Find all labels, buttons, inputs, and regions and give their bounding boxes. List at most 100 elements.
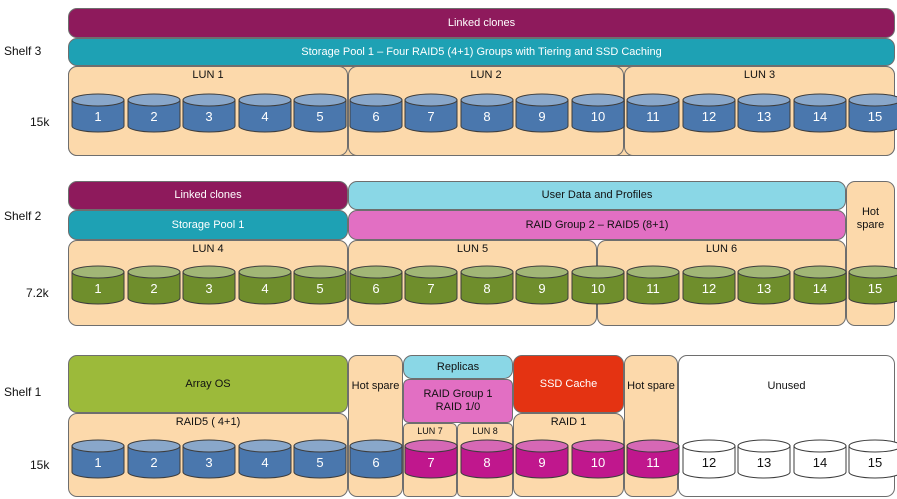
disk-number: 14 xyxy=(812,455,826,470)
disk-top xyxy=(127,265,180,279)
shelf-3-storage-pool: Storage Pool 1 – Four RAID5 (4+1) Groups… xyxy=(68,38,895,66)
shelf3-disk-15: 15 xyxy=(848,93,897,133)
disk-body xyxy=(460,271,513,305)
disk-number: 10 xyxy=(590,109,604,124)
disk-number: 15 xyxy=(868,281,882,296)
disk-number: 13 xyxy=(757,109,771,124)
disk-top xyxy=(238,93,291,107)
shelf1-disk-3: 3 xyxy=(182,439,236,479)
shelf2-disk-5: 5 xyxy=(293,265,347,305)
disk-number: 8 xyxy=(483,109,490,124)
disk-number: 14 xyxy=(812,281,826,296)
disk-number: 3 xyxy=(205,455,212,470)
shelf2-disk-15: 15 xyxy=(848,265,897,305)
disk-top xyxy=(349,265,402,279)
disk-top xyxy=(515,93,569,107)
disk-body xyxy=(626,445,680,479)
disk-number: 11 xyxy=(646,281,660,296)
disk-number: 6 xyxy=(372,109,379,124)
disk-top xyxy=(848,93,897,107)
lun-5-label: LUN 5 xyxy=(456,243,489,255)
shelf-2-hot-spare-label: Hot spare xyxy=(856,206,885,231)
array-os: Array OS xyxy=(68,355,348,413)
shelf-3-speed: 15k xyxy=(30,115,50,129)
shelf2-disk-4: 4 xyxy=(238,265,291,305)
array-os-label: Array OS xyxy=(185,377,231,390)
shelf-2-storage-pool-label: Storage Pool 1 xyxy=(171,218,245,231)
disk-number: 5 xyxy=(316,109,323,124)
disk-body xyxy=(737,271,791,305)
disk-number: 9 xyxy=(538,109,545,124)
shelf-1-speed: 15k xyxy=(30,458,50,472)
disk-body xyxy=(182,271,236,305)
replicas: Replicas xyxy=(403,355,513,379)
shelf2-disk-2: 2 xyxy=(127,265,180,305)
disk-top xyxy=(626,93,680,107)
lun-7-label: LUN 7 xyxy=(417,426,443,436)
unused-label: Unused xyxy=(767,380,806,392)
disk-top xyxy=(349,93,402,107)
disk-top xyxy=(127,93,180,107)
shelf3-disk-14: 14 xyxy=(793,93,846,133)
disk-top xyxy=(404,265,458,279)
disk-body xyxy=(71,99,125,133)
shelf1-disk-12: 12 xyxy=(682,439,735,479)
shelf-3-storage-pool-label: Storage Pool 1 – Four RAID5 (4+1) Groups… xyxy=(301,45,662,58)
disk-body xyxy=(793,99,846,133)
disk-top xyxy=(571,439,624,453)
disk-body xyxy=(404,99,458,133)
lun-6-label: LUN 6 xyxy=(705,243,738,255)
disk-number: 13 xyxy=(757,455,771,470)
disk-number: 7 xyxy=(427,109,434,124)
disk-top xyxy=(515,265,569,279)
shelf3-disk-3: 3 xyxy=(182,93,236,133)
disk-body xyxy=(349,445,402,479)
shelf-1-label: Shelf 1 xyxy=(4,385,42,399)
shelf-1-raid5-label: RAID5 ( 4+1) xyxy=(175,416,241,428)
shelf1-disk-11: 11 xyxy=(626,439,680,479)
shelf2-disk-13: 13 xyxy=(737,265,791,305)
disk-top xyxy=(460,93,513,107)
disk-body xyxy=(793,271,846,305)
disk-number: 1 xyxy=(94,281,101,296)
shelf2-disk-10: 10 xyxy=(571,265,624,305)
shelf2-disk-6: 6 xyxy=(349,265,402,305)
disk-top xyxy=(127,439,180,453)
hot-spare-b-label: Hot spare xyxy=(627,380,675,392)
disk-top xyxy=(682,93,735,107)
disk-body xyxy=(71,445,125,479)
disk-number: 2 xyxy=(150,455,157,470)
disk-number: 15 xyxy=(868,109,882,124)
disk-body xyxy=(293,271,347,305)
disk-number: 2 xyxy=(150,109,157,124)
disk-body xyxy=(127,445,180,479)
disk-top xyxy=(349,439,402,453)
disk-top xyxy=(626,439,680,453)
replicas-label: Replicas xyxy=(436,360,480,373)
shelf2-disk-8: 8 xyxy=(460,265,513,305)
shelf3-disk-9: 9 xyxy=(515,93,569,133)
shelf1-disk-15: 15 xyxy=(848,439,897,479)
disk-body xyxy=(848,99,897,133)
disk-top xyxy=(238,265,291,279)
shelf-2-linked-clones: Linked clones xyxy=(68,181,348,210)
shelf2-disk-9: 9 xyxy=(515,265,569,305)
disk-body xyxy=(737,99,791,133)
shelf3-disk-8: 8 xyxy=(460,93,513,133)
disk-body xyxy=(515,99,569,133)
shelf-2-linked-clones-label: Linked clones xyxy=(174,189,242,201)
disk-body xyxy=(127,271,180,305)
disk-top xyxy=(293,93,347,107)
shelf3-disk-6: 6 xyxy=(349,93,402,133)
disk-top xyxy=(404,439,458,453)
disk-top xyxy=(682,439,735,453)
disk-number: 4 xyxy=(261,109,268,124)
disk-body xyxy=(404,445,458,479)
shelf1-disk-1: 1 xyxy=(71,439,125,479)
shelf1-disk-10: 10 xyxy=(571,439,624,479)
shelf1-disk-5: 5 xyxy=(293,439,347,479)
disk-body xyxy=(182,99,236,133)
disk-body xyxy=(349,99,402,133)
disk-top xyxy=(460,265,513,279)
disk-top xyxy=(793,439,846,453)
